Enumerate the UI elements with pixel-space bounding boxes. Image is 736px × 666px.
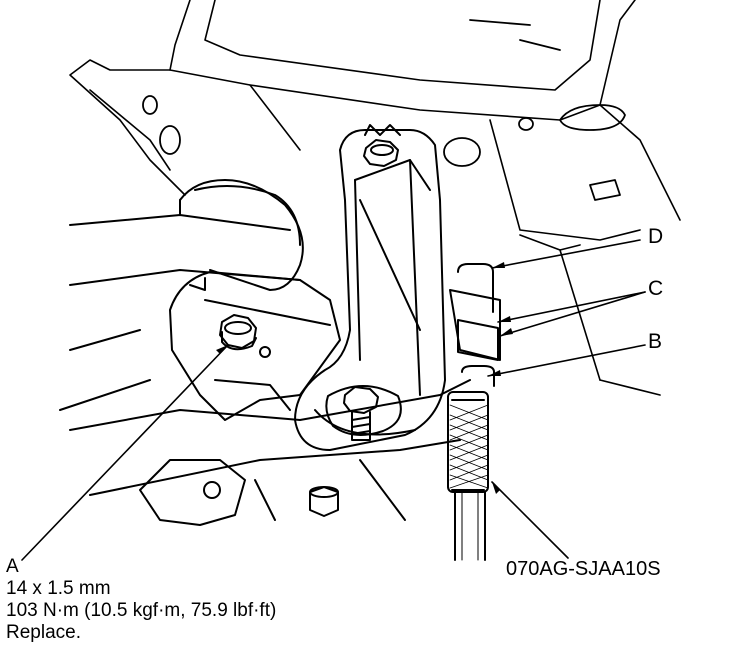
- tool-number-label: 070AG-SJAA10S: [506, 558, 661, 580]
- upper-bolt: [363, 139, 399, 167]
- bolt-a: [219, 314, 257, 351]
- clip-assembly: [449, 263, 501, 387]
- trailing-arm: [69, 179, 304, 291]
- leader-tool: [491, 481, 569, 559]
- leader-d: [491, 239, 641, 269]
- leader-lines: [21, 239, 646, 561]
- special-tool: [447, 391, 489, 561]
- callout-d: D: [648, 225, 664, 248]
- callout-c: C: [648, 277, 664, 300]
- stabilizer-bracket: [294, 124, 446, 451]
- mount-bracket: [169, 271, 341, 421]
- leader-b: [487, 344, 646, 377]
- leader-c1: [497, 291, 646, 323]
- lower-stud: [325, 385, 402, 441]
- callout-b: B: [648, 330, 663, 353]
- leader-a: [21, 344, 229, 561]
- torque-spec: 103 N·m (10.5 kgf·m, 75.9 lbf·ft): [6, 600, 277, 621]
- lower-crossmember: [59, 329, 471, 526]
- right-panel-lines: [519, 234, 661, 396]
- thread-size: 14 x 1.5 mm: [6, 578, 111, 599]
- lower-nut: [309, 486, 339, 517]
- leader-c2: [499, 291, 646, 337]
- bolt-spec-note: A 14 x 1.5 mm 103 N·m (10.5 kgf·m, 75.9 …: [6, 556, 276, 644]
- callout-a: A: [6, 556, 19, 577]
- panel-holes: [142, 19, 626, 201]
- leader-arrowheads: [216, 262, 513, 494]
- subframe-panel: [69, 0, 681, 241]
- replace-instruction: Replace.: [6, 622, 81, 643]
